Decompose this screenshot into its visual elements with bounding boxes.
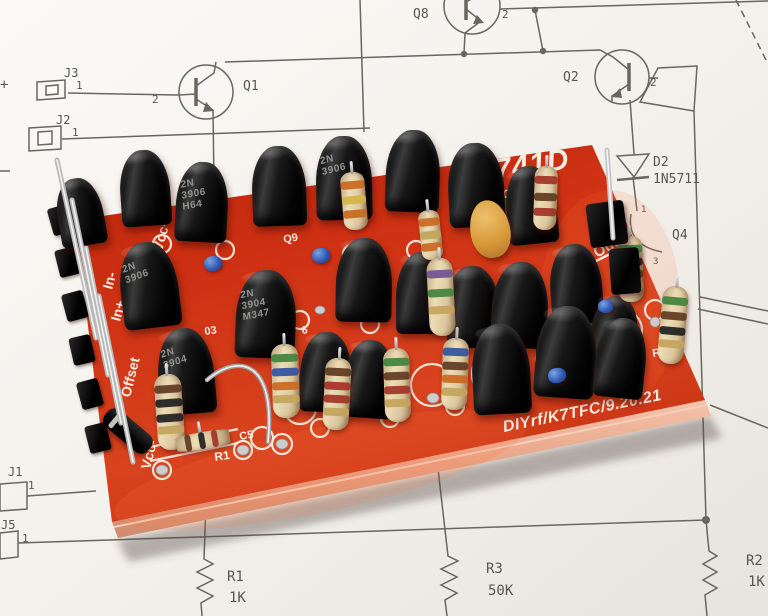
transistor <box>532 304 600 400</box>
resistor-r-d <box>440 337 470 411</box>
label-q2: Q2 <box>563 70 579 85</box>
transistor <box>117 148 173 228</box>
label-r2-value: 1K <box>748 574 765 590</box>
label-j1: J1 <box>8 465 22 479</box>
resistor-r-h <box>339 171 369 231</box>
resistor-r-a <box>270 343 301 419</box>
label-j2-pin: 1 <box>72 126 79 139</box>
resistor-r-g <box>425 257 457 337</box>
ferrite-bead <box>598 300 613 313</box>
pcb-ref-q9: Q9 <box>282 232 299 246</box>
label-j3: J3 <box>64 66 78 80</box>
pcb-ref-q23: 03 <box>204 324 218 338</box>
label-j5-pin: 1 <box>22 532 29 545</box>
transistor <box>469 322 533 416</box>
header-socket <box>585 199 629 249</box>
label-q8-pin: 2 <box>502 8 509 21</box>
transistor <box>384 129 442 213</box>
board-edge-highlight <box>113 404 708 528</box>
label-q8: Q8 <box>413 7 429 22</box>
label-r3-value: 50K <box>488 583 514 599</box>
label-plus: + <box>0 77 8 93</box>
schematic-labels: Q8 2 Q2 2 Q1 2 + J3 1 J2 1 D2 1N5711 Q4 … <box>0 7 765 606</box>
label-q4-pin3: 3 <box>653 257 658 267</box>
label-q1: Q1 <box>243 79 259 94</box>
transistor <box>591 315 651 401</box>
label-d2: D2 <box>653 155 669 170</box>
resistor-r-b <box>322 357 352 431</box>
header-socket <box>608 247 642 295</box>
label-j5: J5 <box>1 518 15 532</box>
label-r1-value: 1K <box>229 590 246 606</box>
label-r2: R2 <box>746 553 763 569</box>
label-q1-pin: 2 <box>152 93 159 106</box>
label-j1-pin: 1 <box>28 479 35 492</box>
label-q2-pin: 2 <box>650 76 657 89</box>
pcb-ref-r1: R1 <box>213 448 230 464</box>
label-q4-pin1: 1 <box>641 205 646 215</box>
board-sheen <box>114 410 526 530</box>
transistor <box>250 145 308 227</box>
label-j3-pin: 1 <box>76 79 83 92</box>
transistor <box>335 237 393 323</box>
label-r1: R1 <box>227 569 244 585</box>
resistor-r-c <box>382 347 412 423</box>
pcb-ref-c5: C5 <box>238 429 254 443</box>
label-j2: J2 <box>56 113 70 127</box>
pcb-ref-q16: 6 <box>301 324 309 337</box>
label-d2-part: 1N5711 <box>653 172 700 187</box>
board-shadow <box>117 416 722 562</box>
label-r3: R3 <box>486 561 503 577</box>
pcb-ref-r-edge: R <box>651 347 661 360</box>
label-q4: Q4 <box>672 228 688 243</box>
resistor-r-i <box>532 165 559 231</box>
